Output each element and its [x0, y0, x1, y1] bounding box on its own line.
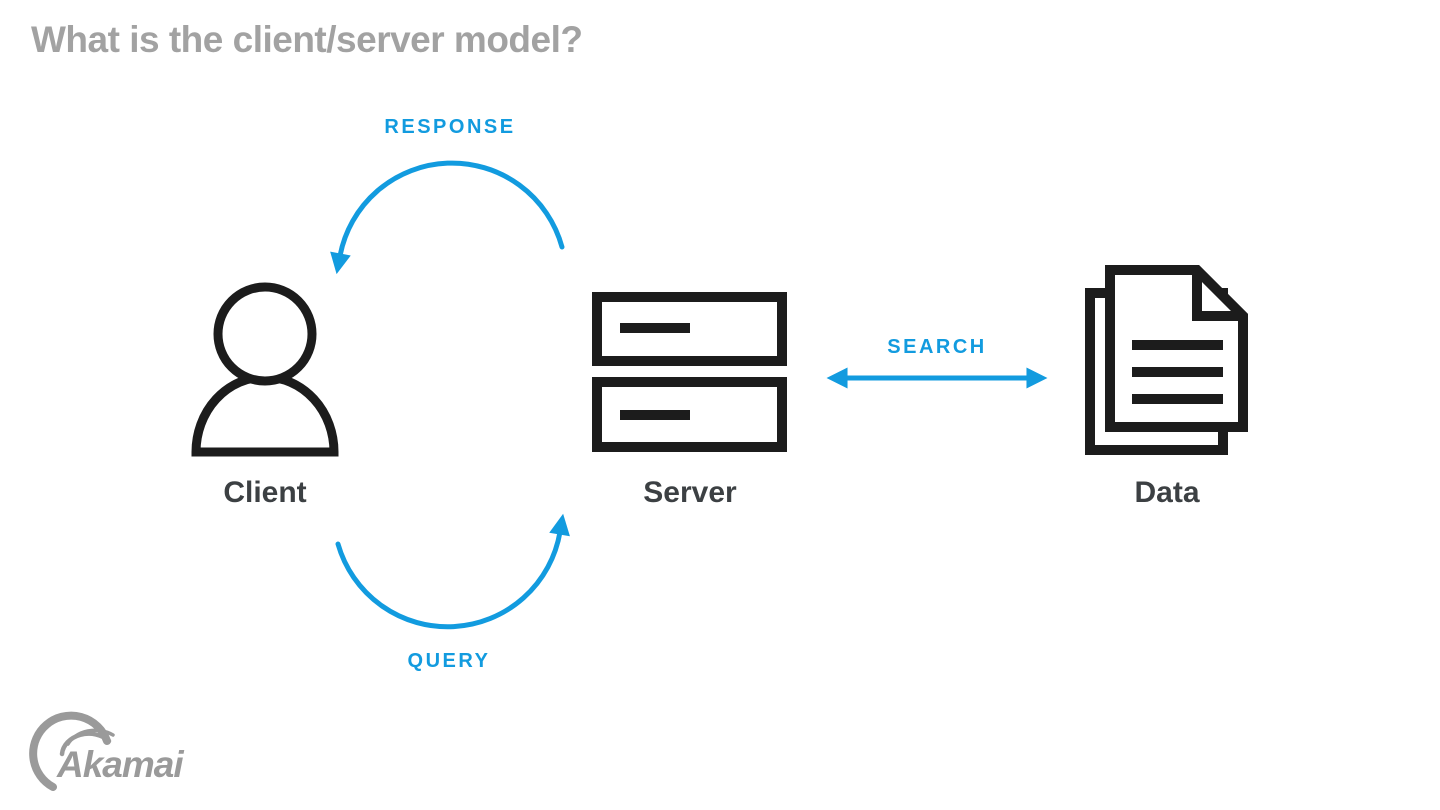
client-person-icon [191, 282, 339, 457]
query-arc-arrow-icon [335, 513, 570, 630]
data-node-label: Data [1134, 476, 1200, 509]
query-edge-label: QUERY [407, 650, 491, 672]
data-documents-icon [1085, 265, 1248, 455]
response-arc-arrow-icon [330, 160, 565, 275]
server-stack-icon [592, 292, 787, 452]
akamai-logo-wave-icon [29, 711, 115, 791]
client-node-label: Client [223, 476, 307, 509]
search-edge-label: SEARCH [887, 336, 987, 358]
response-edge-label: RESPONSE [384, 116, 516, 138]
server-node-label: Server [643, 476, 737, 509]
page-title: What is the client/server model? [31, 19, 583, 60]
akamai-logo-text: Akamai [57, 744, 184, 785]
